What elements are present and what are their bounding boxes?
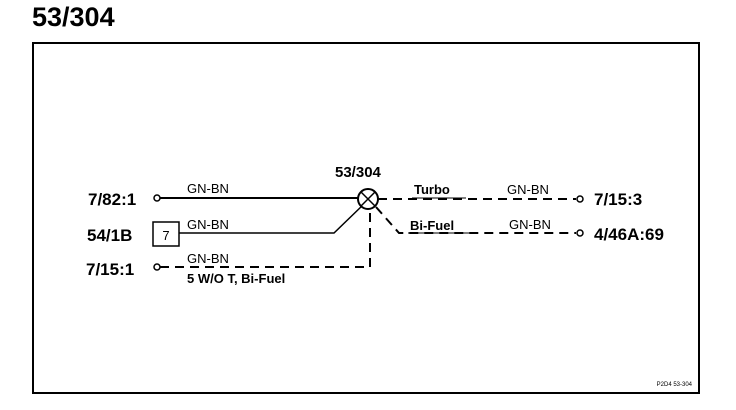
diagram-frame: [32, 42, 700, 394]
middle-box-label: 7: [162, 228, 169, 243]
wire-middle-left: [179, 203, 365, 234]
wire-bottom-left: [160, 210, 371, 268]
terminal-label-middle-left: 54/1B: [87, 226, 132, 245]
wire-color-left-top: GN-BN: [187, 181, 229, 196]
connector-label: 53/304: [335, 164, 382, 181]
middle-box: [152, 221, 180, 247]
note-bifuel: Bi-Fuel: [410, 218, 454, 233]
note-turbo: Turbo: [414, 182, 450, 197]
terminal-bottom-right: [576, 229, 584, 237]
wire-color-left-bottom: GN-BN: [187, 251, 229, 266]
note-bottom: 5 W/O T, Bi-Fuel: [187, 271, 285, 286]
page-title: 53/304: [32, 2, 115, 32]
terminal-top-left: [153, 194, 161, 202]
wire-color-right-bottom: GN-BN: [509, 217, 551, 232]
wire-bottom-right: [375, 206, 576, 234]
splice-cross-2: [360, 191, 376, 207]
terminal-label-bottom-left: 7/15:1: [86, 260, 134, 279]
terminal-top-right: [576, 195, 584, 203]
terminal-label-top-right: 7/15:3: [594, 190, 642, 209]
terminal-label-top-left: 7/82:1: [88, 190, 136, 209]
footer-code: P2D4 53-304: [657, 382, 693, 388]
wire-color-right-top: GN-BN: [507, 182, 549, 197]
terminal-bottom-left: [153, 263, 161, 271]
wire-color-left-middle: GN-BN: [187, 217, 229, 232]
terminal-label-bottom-right: 4/46A:69: [594, 225, 664, 244]
